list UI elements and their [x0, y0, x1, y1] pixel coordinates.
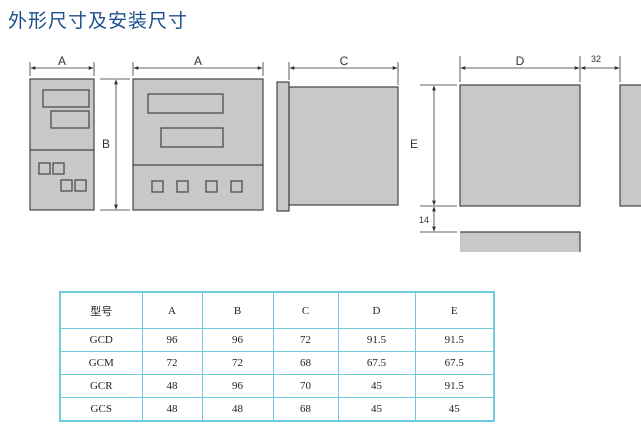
dim-label-d: D — [516, 54, 525, 68]
front-view-square: A B — [100, 54, 264, 211]
key-button-shape — [176, 180, 189, 193]
key-button-shape — [205, 180, 218, 193]
display-window — [147, 93, 224, 114]
spec-table: 型号 A B C D E GCD 96 96 72 91.5 91.5 GCM … — [59, 291, 495, 422]
table-row: GCD 96 96 72 91.5 91.5 — [59, 328, 495, 352]
table-cell: 91.5 — [337, 328, 416, 352]
table-cell: GCM — [59, 351, 143, 375]
column-header-e: E — [414, 291, 495, 329]
dim-label-c: C — [340, 54, 349, 68]
table-cell: 68 — [272, 351, 339, 375]
table-cell: 67.5 — [337, 351, 416, 375]
column-header-a: A — [141, 291, 203, 329]
table-cell: 48 — [141, 397, 203, 422]
table-row: GCS 48 48 68 45 45 — [59, 397, 495, 422]
table-cell: 72 — [272, 328, 339, 352]
dim-label-b: B — [102, 137, 110, 151]
table-cell: 96 — [141, 328, 203, 352]
dim-label-32: 32 — [591, 54, 601, 64]
column-header-model: 型号 — [59, 291, 143, 329]
display-window — [50, 110, 90, 129]
column-header-d: D — [337, 291, 416, 329]
key-button-shape — [52, 162, 65, 175]
page-title: 外形尺寸及安装尺寸 — [8, 10, 189, 32]
table-cell: 96 — [201, 374, 274, 398]
panel-cutout: D 32 E 14 — [410, 54, 641, 252]
table-cell: 45 — [414, 397, 495, 422]
table-cell: 68 — [272, 397, 339, 422]
table-cell: 91.5 — [414, 328, 495, 352]
dimension-drawing: A A B C — [29, 54, 641, 252]
table-cell: 72 — [141, 351, 203, 375]
table-row: GCM 72 72 68 67.5 67.5 — [59, 351, 495, 375]
column-header-c: C — [272, 291, 339, 329]
key-button-shape — [230, 180, 243, 193]
table-row: GCR 48 96 70 45 91.5 — [59, 374, 495, 398]
table-cell: 96 — [201, 328, 274, 352]
table-cell: 67.5 — [414, 351, 495, 375]
key-button-shape — [38, 162, 51, 175]
table-cell: 70 — [272, 374, 339, 398]
table-cell: GCS — [59, 397, 143, 422]
front-view-narrow: A — [29, 54, 95, 211]
table-cell: GCR — [59, 374, 143, 398]
table-cell: 48 — [141, 374, 203, 398]
table-cell: GCD — [59, 328, 143, 352]
display-window — [42, 89, 90, 108]
side-view: C — [276, 54, 399, 212]
key-button-shape — [74, 179, 87, 192]
table-header-row: 型号 A B C D E — [59, 291, 495, 329]
dim-label-e: E — [410, 137, 418, 151]
table-cell: 45 — [337, 374, 416, 398]
table-cell: 91.5 — [414, 374, 495, 398]
dim-label-14: 14 — [419, 215, 429, 225]
key-button-shape — [60, 179, 73, 192]
column-header-b: B — [201, 291, 274, 329]
table-cell: 48 — [201, 397, 274, 422]
dim-label-a: A — [58, 54, 66, 68]
display-window — [160, 127, 224, 148]
key-button-shape — [151, 180, 164, 193]
dim-label-a: A — [194, 54, 202, 68]
table-cell: 45 — [337, 397, 416, 422]
table-cell: 72 — [201, 351, 274, 375]
